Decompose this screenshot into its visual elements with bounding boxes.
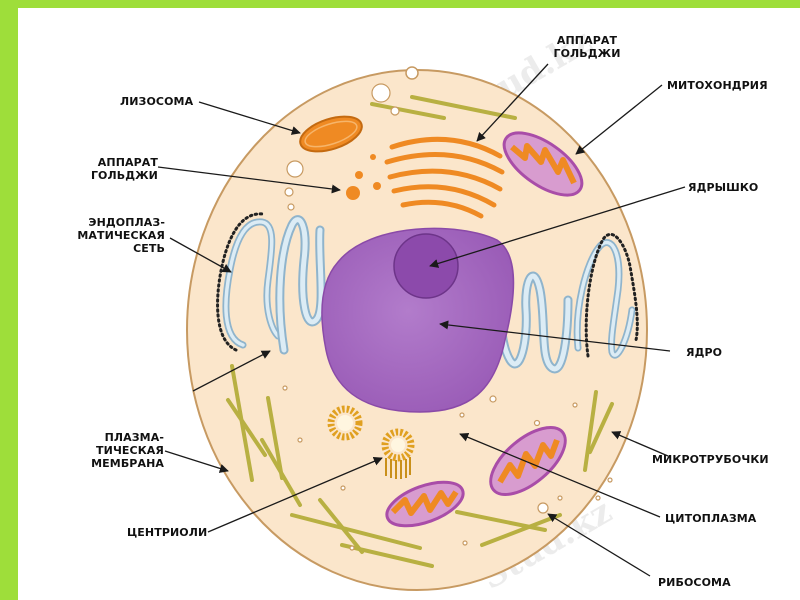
golgi-vesicles xyxy=(346,154,381,200)
label-golgi-top: АППАРАТ ГОЛЬДЖИ xyxy=(553,34,621,60)
lysosome xyxy=(299,115,363,153)
label-mitochondria: МИТОХОНДРИЯ xyxy=(667,79,768,92)
label-nucleus: ЯДРО xyxy=(686,346,723,359)
label-cytoplasm: ЦИТОПЛАЗМА xyxy=(665,512,757,525)
golgi-apparatus xyxy=(384,136,505,219)
label-nucleolus: ЯДРЫШКО xyxy=(688,181,759,194)
centriole-2 xyxy=(381,428,415,479)
mitochondrion-top xyxy=(502,131,584,197)
centriole-1 xyxy=(327,405,363,441)
label-plasma-membrane: ПЛАЗМА- ТИЧЕСКАЯ МЕМБРАНА xyxy=(91,431,164,470)
label-er: ЭНДОПЛАЗ- МАТИЧЕСКАЯ СЕТЬ xyxy=(77,216,165,255)
pointer-lines xyxy=(157,63,686,577)
rough-er-right xyxy=(573,233,639,359)
smooth-er-right xyxy=(496,257,573,374)
smooth-er-left xyxy=(275,215,326,355)
nucleus xyxy=(321,227,515,413)
label-golgi-left: АППАРАТ ГОЛЬДЖИ xyxy=(90,156,158,182)
label-centrioles: ЦЕНТРИОЛИ xyxy=(127,526,208,539)
mitochondrion-right xyxy=(489,426,567,496)
nucleolus xyxy=(393,233,459,299)
label-microtubules: МИКРОТРУБОЧКИ xyxy=(652,453,769,466)
lysosome-inner xyxy=(304,120,358,148)
microtubules xyxy=(226,95,614,568)
label-lysosome: ЛИЗОСОМА xyxy=(120,95,194,108)
cytoplasm-vesicles xyxy=(282,83,613,551)
label-ribosome: РИБОСОМА xyxy=(658,576,731,589)
mitochondrion-bottom xyxy=(385,480,465,528)
membrane-vesicle xyxy=(405,66,419,80)
